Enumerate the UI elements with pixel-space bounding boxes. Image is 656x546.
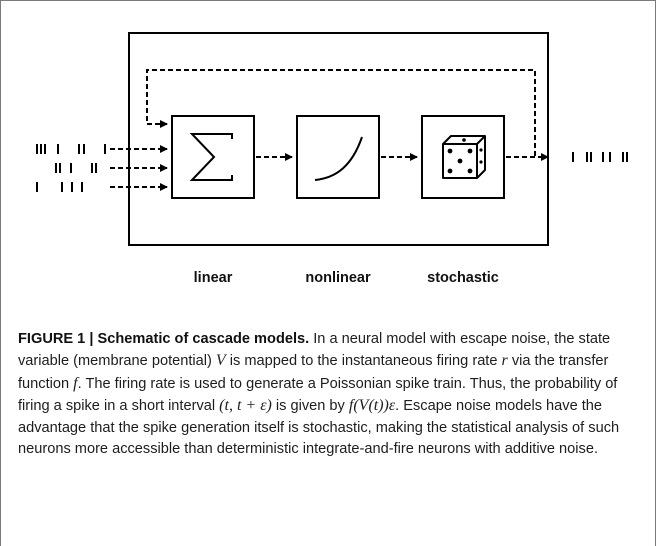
caption-var-v: V <box>215 352 226 370</box>
caption-text-6: . Escape noise models have the advantage… <box>18 398 620 458</box>
caption-text-3: via the transfer function <box>18 353 609 392</box>
caption-probability: f(V(t))ε <box>348 397 396 415</box>
caption-var-r: r <box>501 352 508 370</box>
stage-label-linear: linear <box>193 270 233 286</box>
frame-left-border <box>0 0 1 546</box>
caption-var-f: f <box>73 374 78 392</box>
output-spike-train <box>572 152 628 162</box>
dice-icon <box>442 135 486 179</box>
caption-label: FIGURE 1 | Schematic of cascade models. <box>18 331 310 347</box>
cascade-diagram <box>36 32 628 246</box>
input-spike-train-2 <box>55 163 97 173</box>
figure-caption: FIGURE 1 | Schematic of cascade models. … <box>18 329 643 460</box>
caption-interval: (t, t + ε) <box>219 397 272 415</box>
stage-label-stochastic: stochastic <box>427 270 499 286</box>
caption-text-4: . The firing rate is used to generate a … <box>18 375 618 415</box>
summation-icon <box>189 133 233 181</box>
input-spike-train-1 <box>36 144 106 154</box>
frame-top-border <box>0 0 656 1</box>
stage-label-nonlinear: nonlinear <box>305 270 371 286</box>
curve-icon <box>314 136 363 181</box>
feedback-arrow <box>146 69 536 156</box>
caption-text-5: is given by <box>271 398 349 415</box>
nonlinear-block <box>296 115 380 199</box>
stochastic-block <box>421 115 505 199</box>
input-spike-train-3 <box>36 182 83 192</box>
cascade-box <box>128 32 549 246</box>
caption-text-1: In a neural model with escape noise, the… <box>18 331 611 370</box>
caption-text-2: is mapped to the instantaneous firing ra… <box>225 353 502 370</box>
